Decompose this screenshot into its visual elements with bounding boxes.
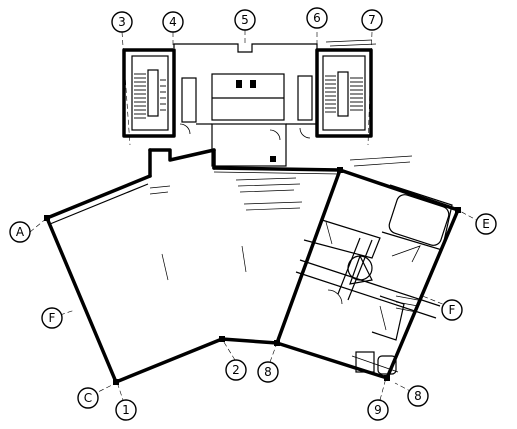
building-core (122, 43, 373, 167)
grid-bubble-9: 9 (367, 399, 389, 421)
grid-bubble-3: 3 (111, 11, 133, 33)
grid-bubble-6: 6 (306, 7, 328, 29)
svg-text:3: 3 (118, 15, 126, 29)
structural-columns (44, 167, 461, 385)
grid-bubble-2: 2 (225, 359, 247, 381)
right-wing-rooms (295, 184, 453, 375)
svg-text:C: C (84, 391, 92, 405)
hand-notes (149, 39, 419, 331)
svg-text:2: 2 (232, 363, 240, 377)
grid-bubble-1: 1 (115, 399, 137, 421)
grid-bubble-7: 7 (361, 9, 383, 31)
floor-slab-outline (45, 148, 460, 384)
svg-text:A: A (16, 225, 25, 239)
svg-text:9: 9 (374, 403, 382, 417)
grid-bubble-a-left: A (9, 221, 31, 243)
grid-bubble-f-left: F (41, 307, 63, 329)
svg-text:7: 7 (368, 13, 376, 27)
grid-bubbles: 3 4 5 6 7 A F C (9, 7, 497, 421)
right-stair-treads (325, 75, 363, 113)
grid-bubble-8-lower: 8 (257, 361, 279, 383)
svg-text:6: 6 (313, 11, 321, 25)
svg-text:F: F (449, 303, 456, 317)
svg-text:5: 5 (241, 13, 249, 27)
svg-text:8: 8 (414, 389, 422, 403)
grid-bubble-8-right: 8 (407, 385, 429, 407)
svg-text:E: E (482, 217, 490, 231)
left-stair-treads (134, 73, 166, 119)
svg-text:F: F (49, 311, 56, 325)
grid-bubble-c: C (77, 387, 99, 409)
svg-text:8: 8 (264, 365, 272, 379)
grid-bubble-f-right: F (441, 299, 463, 321)
grid-bubble-e: E (475, 213, 497, 235)
svg-text:1: 1 (122, 403, 130, 417)
grid-bubble-5: 5 (234, 9, 256, 31)
grid-bubble-4: 4 (162, 11, 184, 33)
svg-text:4: 4 (169, 15, 177, 29)
